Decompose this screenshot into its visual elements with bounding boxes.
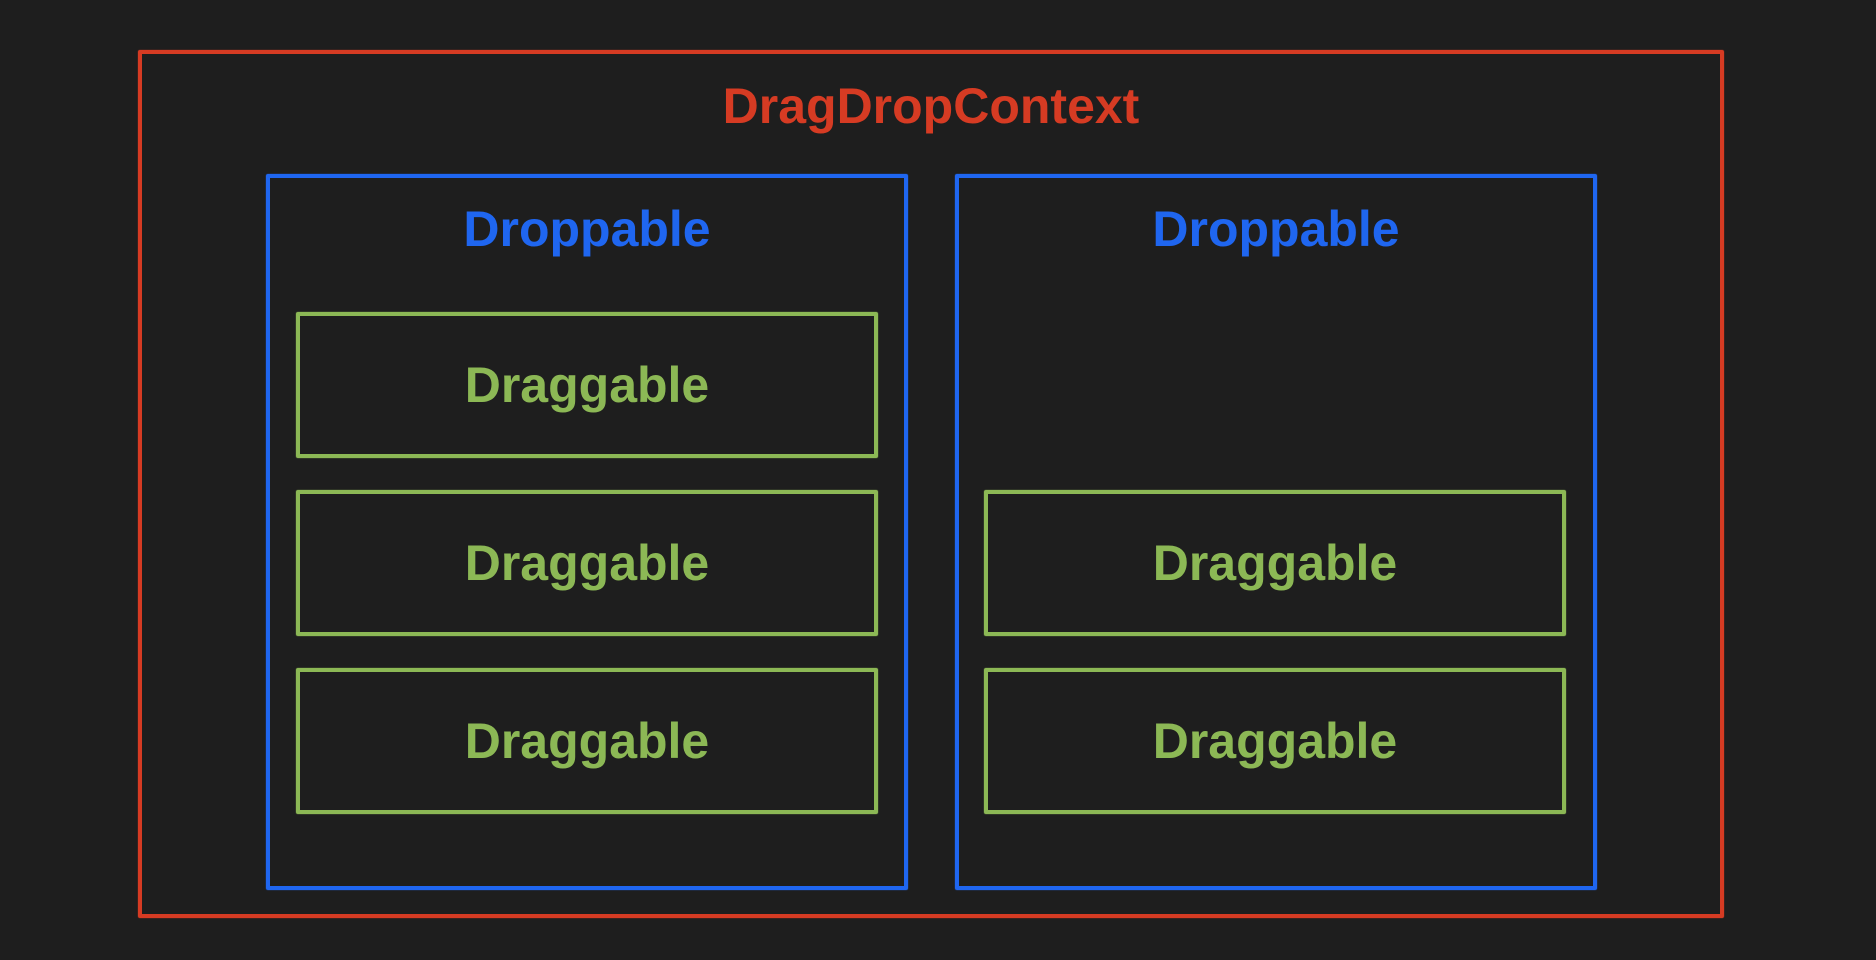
draggable-left-3[interactable]: Draggable bbox=[296, 668, 878, 814]
droppable-left: Droppable Draggable Draggable Draggable bbox=[266, 174, 908, 890]
draggable-left-1[interactable]: Draggable bbox=[296, 312, 878, 458]
drag-drop-context-label: DragDropContext bbox=[722, 78, 1140, 134]
droppable-left-label: Droppable bbox=[463, 201, 711, 257]
draggable-right-1[interactable]: Draggable bbox=[984, 490, 1566, 636]
droppable-right: Droppable Draggable Draggable bbox=[955, 174, 1597, 890]
draggable-right-2-label: Draggable bbox=[1152, 713, 1398, 769]
draggable-right-2[interactable]: Draggable bbox=[984, 668, 1566, 814]
draggable-left-3-label: Draggable bbox=[464, 713, 710, 769]
droppable-right-label: Droppable bbox=[1152, 201, 1400, 257]
draggable-left-1-label: Draggable bbox=[464, 357, 710, 413]
drag-drop-context: DragDropContext bbox=[138, 50, 1724, 918]
draggable-left-2-label: Draggable bbox=[464, 535, 710, 591]
draggable-right-1-label: Draggable bbox=[1152, 535, 1398, 591]
draggable-left-2[interactable]: Draggable bbox=[296, 490, 878, 636]
